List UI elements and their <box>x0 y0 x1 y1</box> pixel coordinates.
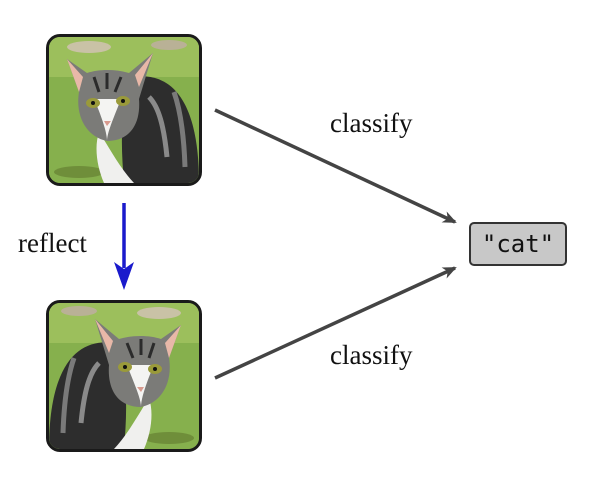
reflect-arrow-head <box>114 262 134 290</box>
cat-image-original <box>46 34 202 186</box>
reflect-label: reflect <box>18 228 87 258</box>
cat-image-reflected <box>46 300 202 452</box>
classify-label-top: classify <box>330 108 413 138</box>
output-label-box: "cat" <box>469 222 567 266</box>
classify-top-arrow <box>214 108 457 224</box>
classify-label-bottom: classify <box>330 340 413 370</box>
classify-bottom-arrow <box>214 266 457 380</box>
output-label-text: "cat" <box>481 230 555 258</box>
cat-photo-icon <box>49 37 199 183</box>
cat-photo-mirrored-icon <box>49 303 199 449</box>
